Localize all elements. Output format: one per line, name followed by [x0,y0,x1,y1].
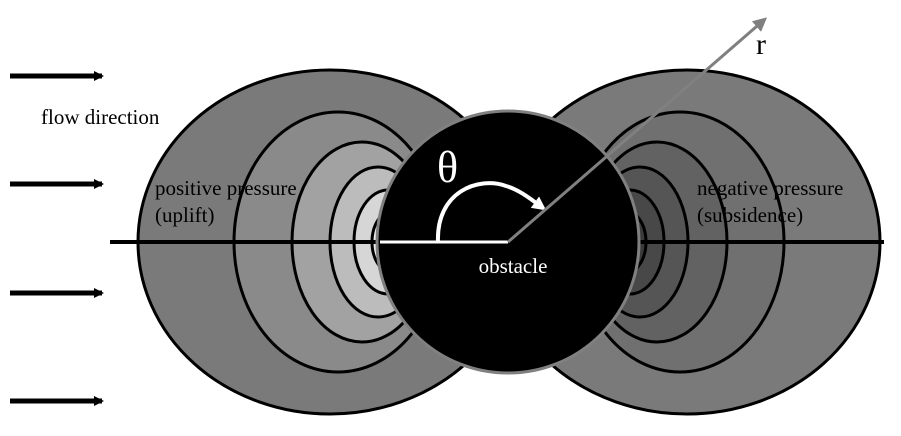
flow-arrows [10,71,104,406]
positive-pressure-sublabel: (uplift) [155,203,214,227]
flow-direction-label: flow direction [41,105,160,129]
positive-pressure-label: positive pressure [155,176,297,200]
radius-label: r [756,28,766,61]
theta-arc-arrow [435,181,547,243]
theta-label: θ [437,143,458,192]
negative-pressure-sublabel: (subsidence) [697,203,803,227]
obstacle-label: obstacle [479,254,548,278]
negative-pressure-label: negative pressure [697,176,843,200]
radius-arrow [507,17,768,244]
